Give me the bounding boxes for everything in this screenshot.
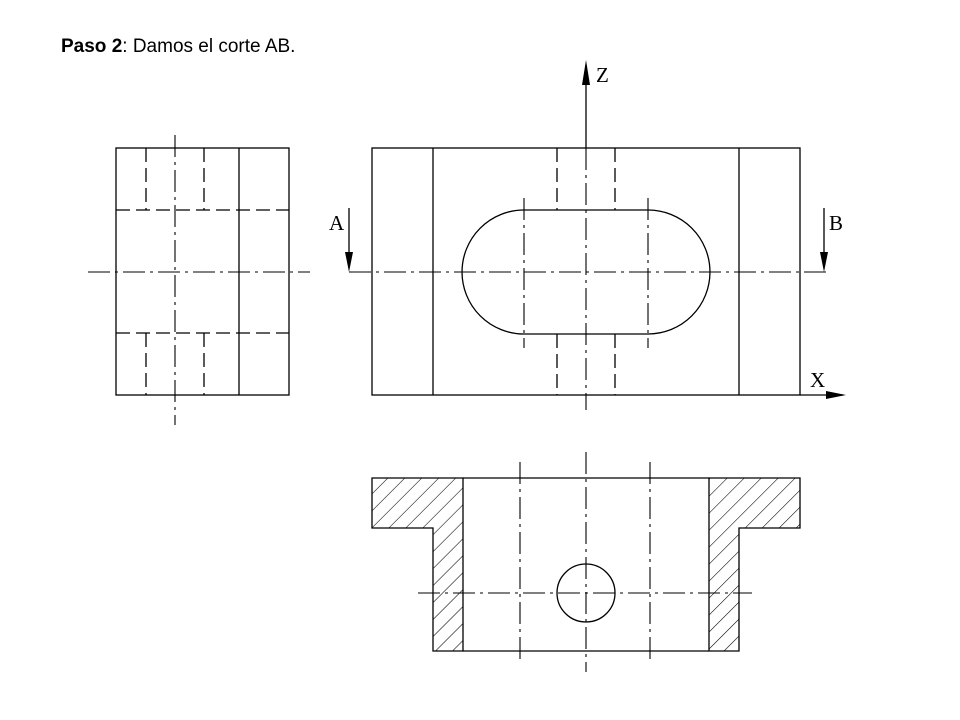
title-text: : Damos el corte AB. — [122, 36, 296, 57]
section-b-arrow-icon — [820, 252, 828, 272]
profile-view — [88, 135, 310, 425]
x-axis-label: X — [810, 368, 825, 392]
x-axis-arrow-icon — [826, 391, 846, 399]
plan-slot-outline — [461, 209, 711, 335]
x-axis: X — [800, 368, 846, 399]
z-axis-arrow-icon — [582, 60, 590, 85]
section-arrow-a: A — [329, 208, 353, 272]
z-axis: Z — [582, 60, 609, 410]
section-arrow-b: B — [820, 208, 843, 272]
section-hatch-right — [708, 477, 801, 652]
section-a-label: A — [329, 211, 345, 235]
section-b-label: B — [829, 211, 843, 235]
title-step: Paso 2 — [61, 36, 123, 57]
slide-title: Paso 2: Damos el corte AB. — [61, 36, 295, 58]
plan-view — [349, 147, 826, 396]
section-a-arrow-icon — [345, 252, 353, 272]
section-view — [371, 452, 801, 672]
z-axis-label: Z — [596, 63, 609, 87]
section-hatch-left — [371, 477, 464, 652]
